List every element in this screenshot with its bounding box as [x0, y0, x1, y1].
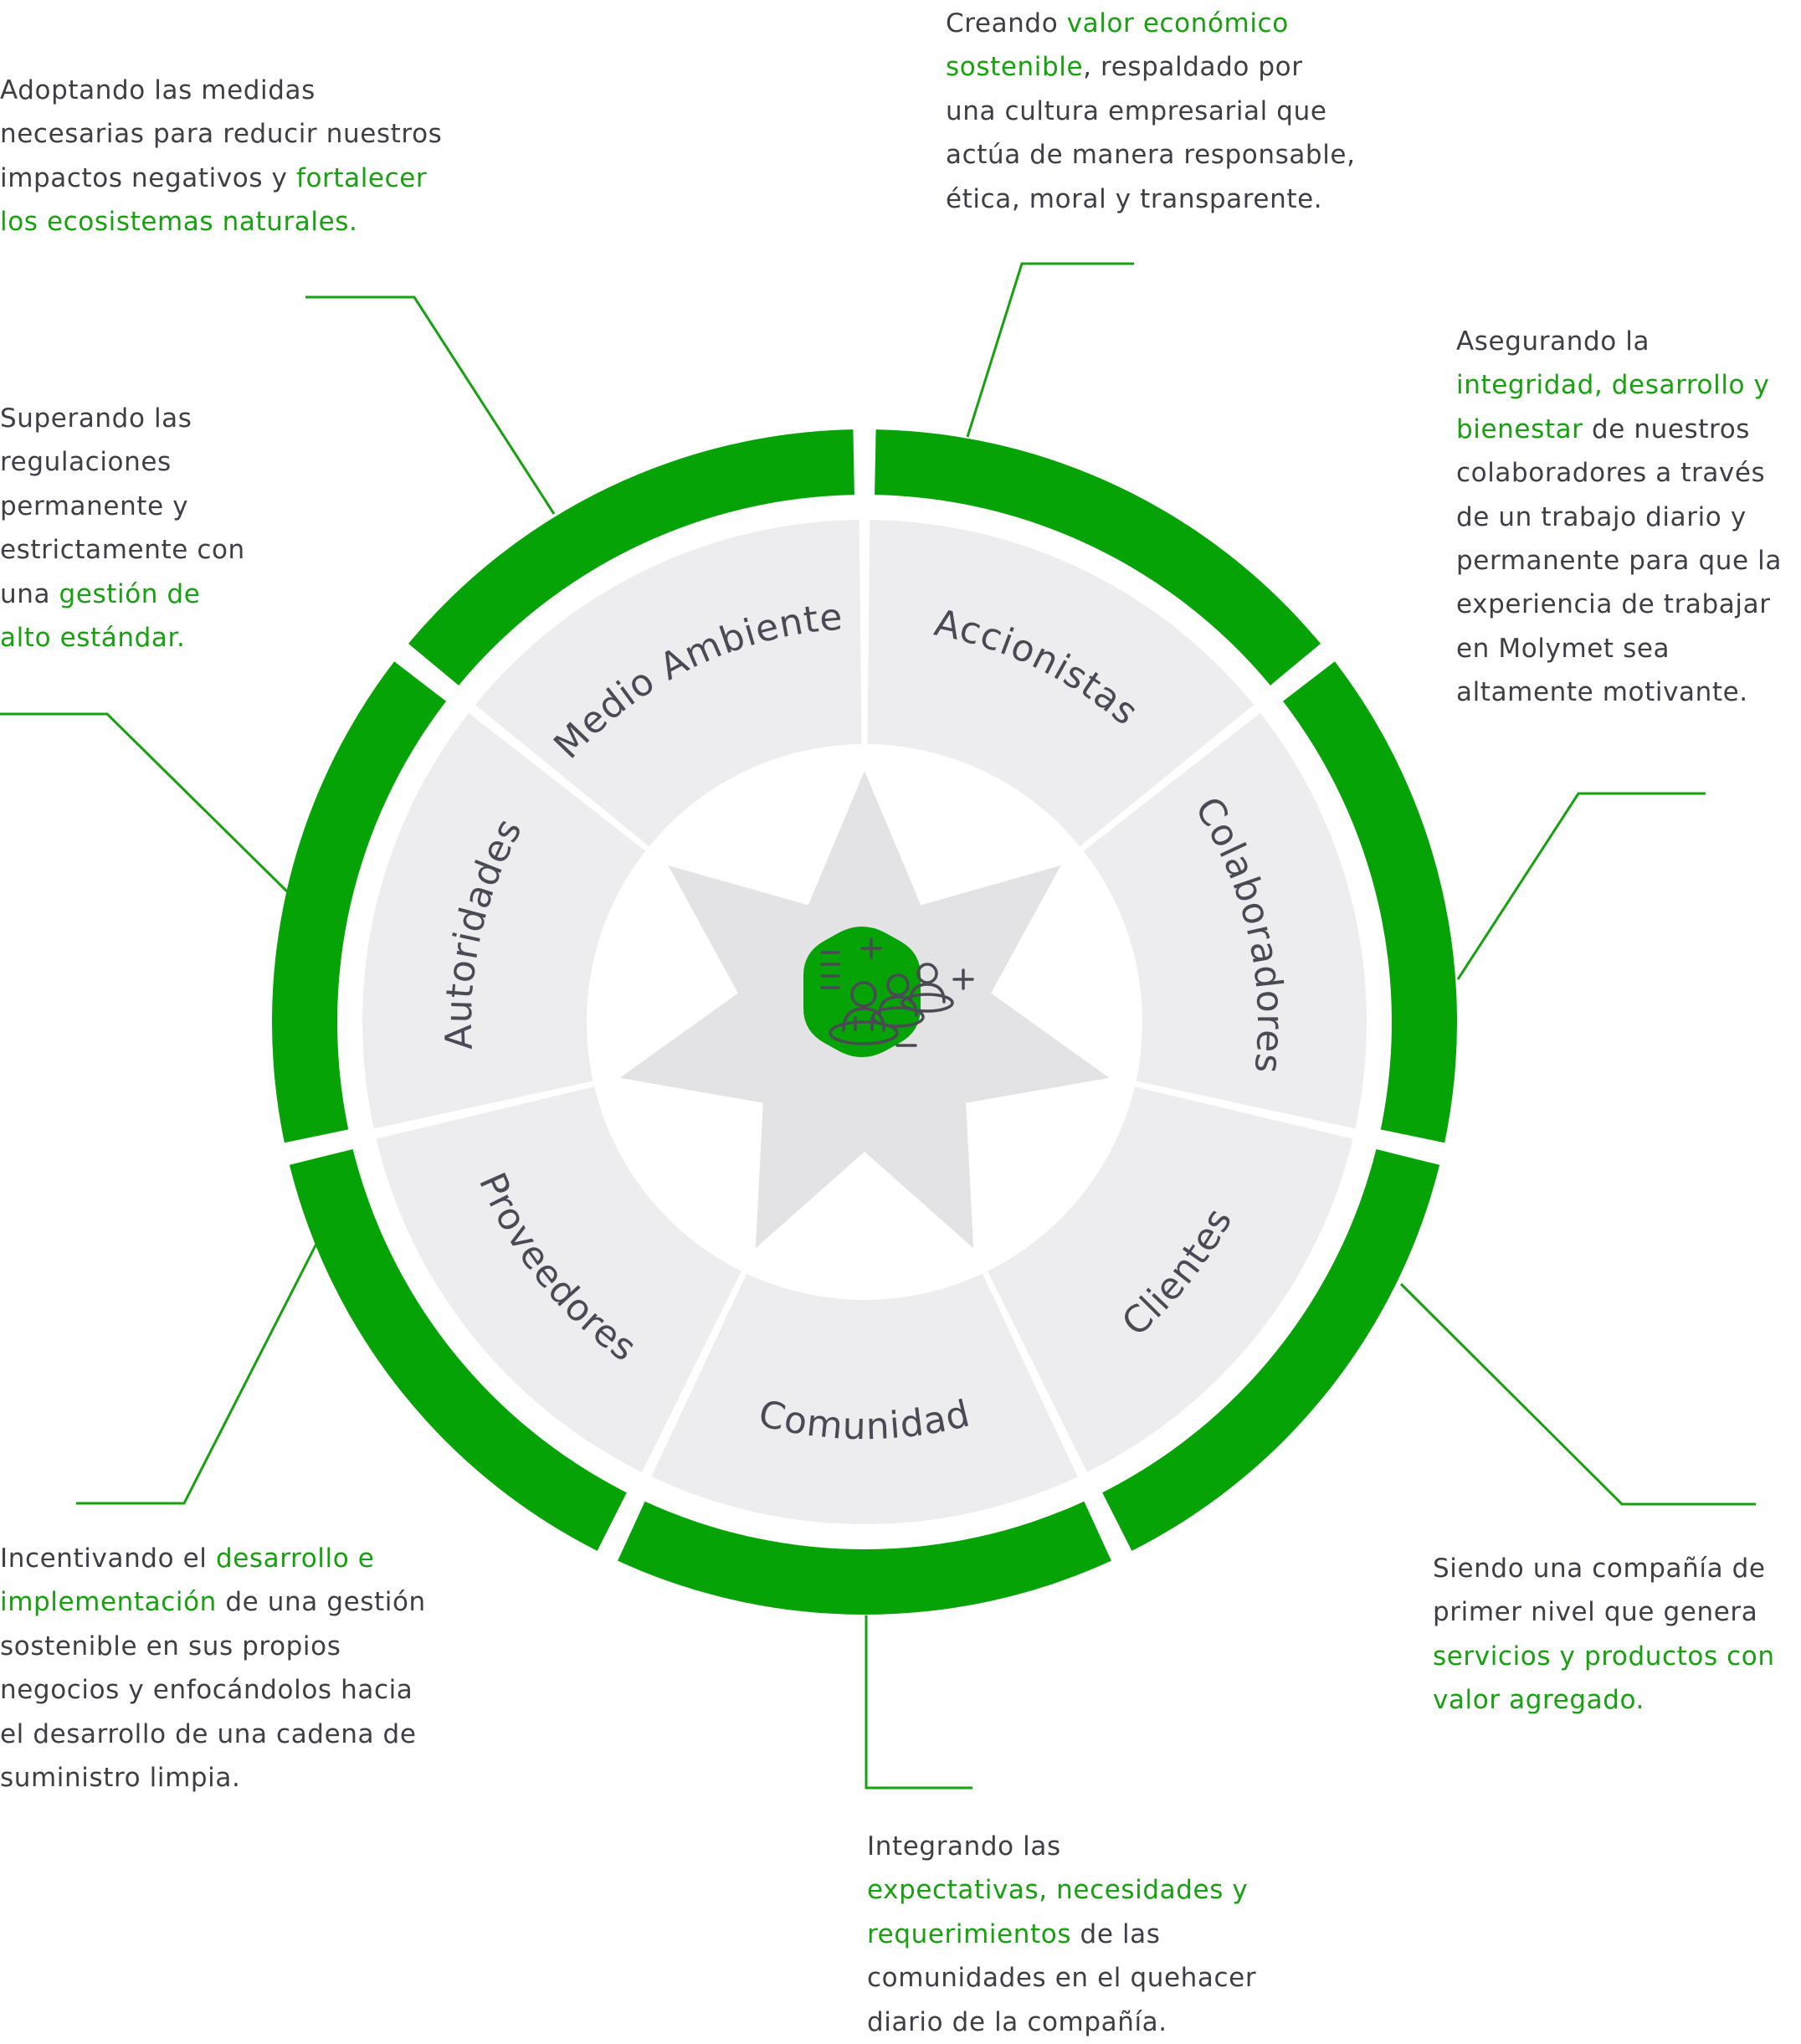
desc-line: diario de la compañía. [867, 2006, 1167, 2037]
connector-clientes [1399, 1282, 1756, 1506]
desc-line: comunidades en el quehacer [867, 1963, 1257, 1994]
desc-highlight: integridad, desarrollo y [1456, 370, 1770, 401]
desc-line: una cultura empresarial que [946, 95, 1327, 126]
green-ring-arc-2 [1283, 661, 1458, 1143]
segment-comunidad [651, 1273, 1078, 1525]
connector-proveedores [76, 1243, 318, 1505]
desc-line: primer nivel que genera [1433, 1597, 1758, 1628]
desc-line: de las [1071, 1918, 1161, 1949]
desc-line: de una gestión [216, 1587, 426, 1618]
desc-highlight: fortalecer [295, 162, 428, 193]
inner-gray-segments [362, 520, 1367, 1525]
green-ring-arc-3 [1102, 1148, 1440, 1551]
segment-proveedores [376, 1086, 741, 1472]
desc-highlight: requerimientos [867, 1918, 1072, 1949]
desc-line: Adoptando las medidas [0, 75, 316, 105]
description-colaboradores: Asegurando la integridad, desarrollo y b… [1456, 320, 1782, 715]
connector-autoridades [0, 712, 291, 896]
desc-highlight: sostenible [946, 52, 1084, 83]
desc-line: ética, moral y transparente. [946, 183, 1323, 214]
connector-colaboradores [1456, 792, 1706, 980]
desc-line: Creando [946, 8, 1067, 39]
connector-comunidad [865, 1615, 972, 1790]
description-accionistas: Creando valor económico sostenible, resp… [946, 2, 1356, 221]
desc-line: Asegurando la [1456, 326, 1650, 357]
desc-line: impactos negativos y [0, 162, 296, 193]
connector-medio-ambiente [305, 295, 556, 515]
desc-line: regulaciones [0, 447, 172, 478]
center-hexagon-icon [803, 927, 921, 1057]
desc-line: experiencia de trabajar [1456, 589, 1771, 620]
desc-highlight: los ecosistemas naturales. [0, 207, 358, 238]
connector-accionistas [966, 262, 1134, 438]
green-ring-arc-4 [618, 1501, 1111, 1615]
desc-highlight: implementación [0, 1587, 217, 1618]
desc-line: una [0, 578, 59, 609]
desc-line: de un trabajo diario y [1456, 501, 1747, 532]
desc-line: en Molymet sea [1456, 633, 1670, 664]
desc-line: de nuestros [1583, 413, 1751, 444]
desc-highlight: gestión de [59, 578, 201, 609]
stakeholders-group-icon [803, 927, 974, 1057]
desc-line: permanente y [0, 490, 189, 521]
segment-autoridades [362, 712, 646, 1129]
segment-accionistas [867, 520, 1255, 847]
desc-highlight: expectativas, necesidades y [867, 1875, 1249, 1906]
desc-line: Siendo una compañía de [1433, 1554, 1766, 1584]
desc-highlight: bienestar [1456, 413, 1583, 444]
desc-line: Superando las [0, 403, 192, 434]
segment-colaboradores [1083, 712, 1367, 1129]
desc-highlight: valor económico [1066, 8, 1289, 39]
desc-line: sostenible en sus propios [0, 1631, 341, 1661]
description-autoridades: Superando las regulaciones permanente y … [0, 397, 245, 660]
description-comunidad: Integrando las expectativas, necesidades… [867, 1825, 1256, 2044]
green-ring-arc-1 [875, 429, 1321, 686]
desc-line: Integrando las [867, 1831, 1061, 1862]
description-proveedores: Incentivando el desarrollo e implementac… [0, 1537, 426, 1800]
green-ring-arc-5 [289, 1148, 627, 1551]
desc-line: negocios y enfocándolos hacia [0, 1675, 413, 1706]
outer-green-ring [271, 429, 1458, 1615]
description-clientes: Siendo una compañía de primer nivel que … [1433, 1547, 1775, 1723]
desc-line: , respaldado por [1083, 52, 1303, 83]
desc-line: colaboradores a través [1456, 458, 1766, 489]
segment-medio_ambiente [475, 520, 862, 847]
desc-line: Incentivando el [0, 1543, 216, 1574]
description-medio-ambiente: Adoptando las medidas necesarias para re… [0, 69, 442, 244]
desc-line: altamente motivante. [1456, 677, 1748, 708]
green-ring-arc-7 [408, 429, 854, 686]
desc-line: el desarrollo de una cadena de [0, 1718, 417, 1749]
desc-highlight: alto estándar. [0, 623, 186, 654]
desc-highlight: servicios y productos con [1433, 1641, 1775, 1672]
desc-line: necesarias para reducir nuestros [0, 119, 443, 150]
desc-line: permanente para que la [1456, 546, 1782, 577]
desc-highlight: valor agregado. [1433, 1685, 1645, 1716]
desc-highlight: desarrollo e [215, 1543, 375, 1574]
desc-line: suministro limpia. [0, 1763, 241, 1794]
connector-lines [0, 262, 1756, 1790]
green-ring-arc-6 [271, 661, 446, 1143]
segment-clientes [988, 1086, 1353, 1472]
desc-line: estrictamente con [0, 535, 245, 566]
desc-line: actúa de manera responsable, [946, 140, 1356, 171]
